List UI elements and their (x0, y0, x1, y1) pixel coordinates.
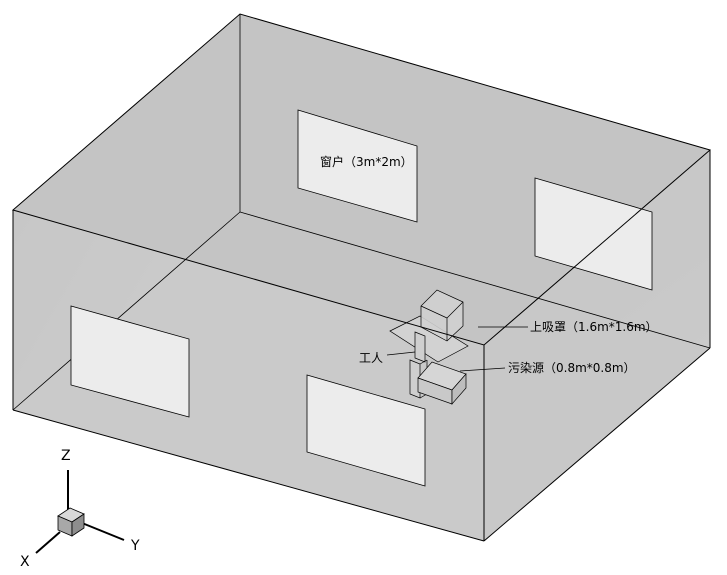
front-right-wall (484, 150, 710, 541)
window-front-left (70, 305, 190, 418)
outer-edges (11, 13, 712, 542)
window-back-left (297, 109, 418, 223)
z-axis-label: Z (61, 448, 71, 464)
worker-label: 工人 (359, 351, 383, 365)
axis-triad: Z X Y (20, 448, 140, 570)
window-label: 窗户（3m*2m） (320, 154, 413, 169)
hood-label: 上吸罩（1.6m*1.6m） (530, 320, 658, 334)
y-axis-line (81, 522, 125, 541)
worker (409, 331, 428, 399)
interior-edges (12, 14, 711, 411)
pollution-source (417, 361, 467, 405)
x-axis-label: X (20, 554, 30, 570)
leader-lines (386, 326, 528, 372)
window-front-right (306, 374, 426, 487)
source-label: 污染源（0.8m*0.8m） (508, 360, 636, 375)
x-axis-line (35, 531, 61, 554)
axis-origin-cube-icon (57, 507, 85, 537)
y-axis-label: Y (130, 538, 140, 554)
window-back-right (534, 177, 653, 291)
